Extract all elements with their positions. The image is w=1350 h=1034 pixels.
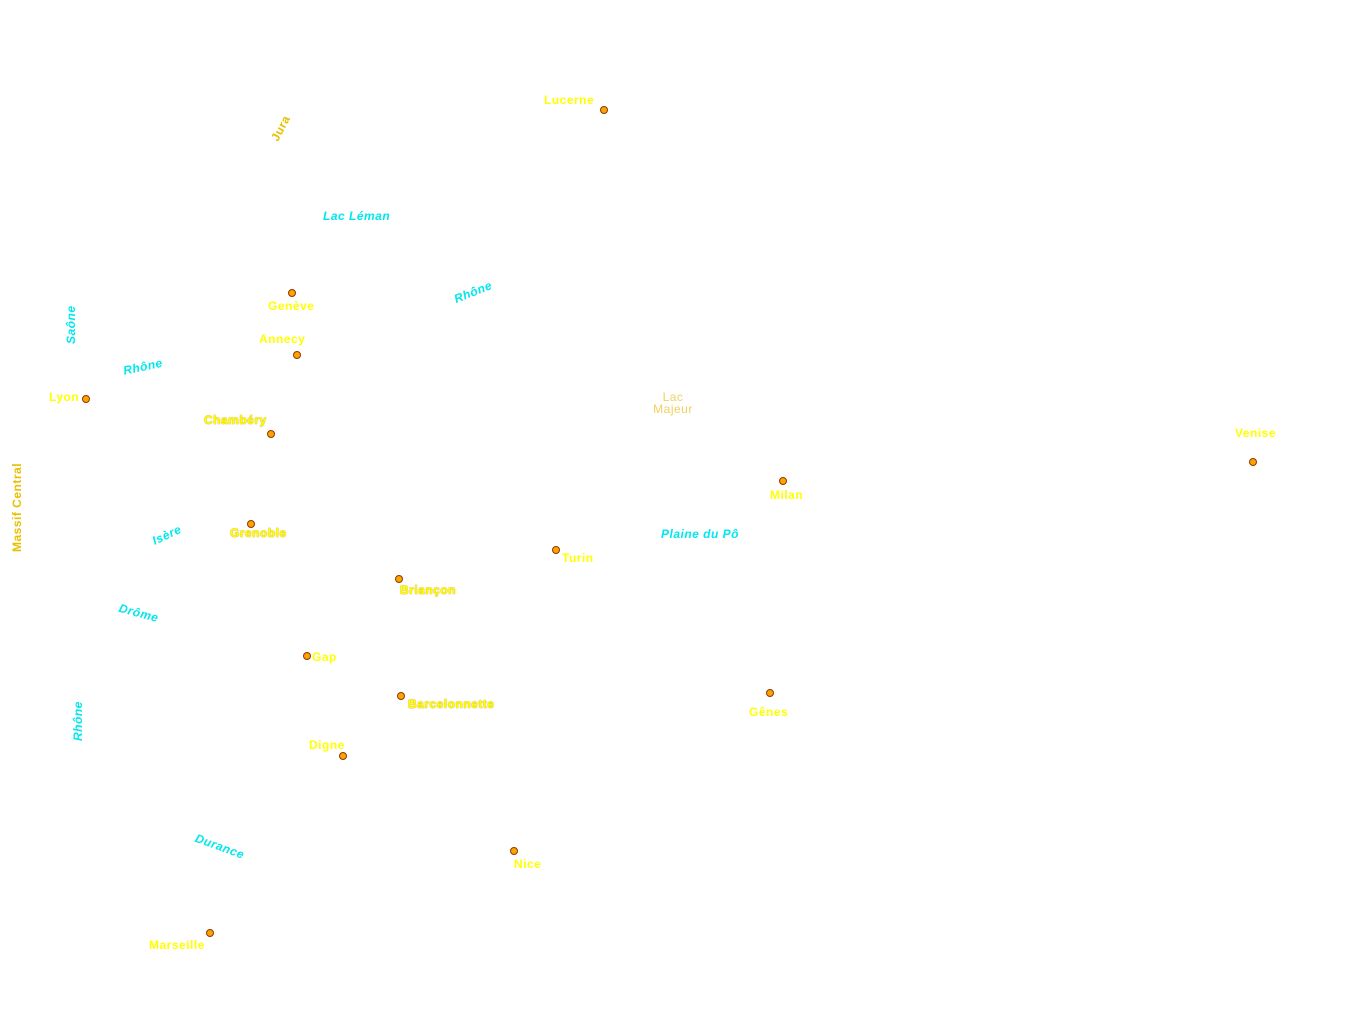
city-label-grenoble: Grenoble xyxy=(230,526,287,540)
city-marker-grenoble[interactable] xyxy=(247,520,255,528)
city-marker-milan[interactable] xyxy=(779,477,787,485)
water-label-isere: Isère xyxy=(150,522,184,548)
city-label-gap: Gap xyxy=(312,650,337,664)
relief-label-jura: Jura xyxy=(268,112,294,144)
city-label-barcelonnette: Barcelonnette xyxy=(408,697,495,711)
city-marker-gap[interactable] xyxy=(303,652,311,660)
water-label-durance: Durance xyxy=(193,831,247,862)
city-label-genes: Gênes xyxy=(749,705,789,719)
city-marker-nice[interactable] xyxy=(510,847,518,855)
city-marker-annecy[interactable] xyxy=(293,351,301,359)
city-label-lyon: Lyon xyxy=(49,390,80,404)
city-marker-barcelonnette[interactable] xyxy=(397,692,405,700)
city-label-venise: Venise xyxy=(1235,426,1277,440)
water-label-rhone-south: Rhône xyxy=(71,701,85,741)
city-marker-chambery[interactable] xyxy=(267,430,275,438)
city-marker-geneve[interactable] xyxy=(288,289,296,297)
lake-label-line2: Majeur xyxy=(653,402,693,416)
city-label-briancon: Briançon xyxy=(400,583,457,597)
water-label-drome: Drôme xyxy=(117,601,161,626)
city-label-geneve: Genève xyxy=(268,299,315,313)
water-label-rhone-lyon: Rhône xyxy=(122,355,164,378)
relief-label-massif-central: Massif Central xyxy=(10,462,24,552)
city-marker-digne[interactable] xyxy=(339,752,347,760)
water-label-saone: Saône xyxy=(64,305,78,344)
city-label-annecy: Annecy xyxy=(259,332,306,346)
city-label-turin: Turin xyxy=(562,551,594,565)
city-marker-turin[interactable] xyxy=(552,546,560,554)
city-marker-lyon[interactable] xyxy=(82,395,90,403)
city-label-chambery: Chambéry xyxy=(204,413,267,427)
water-label-rhone-north: Rhône xyxy=(452,278,495,306)
city-marker-genes[interactable] xyxy=(766,689,774,697)
city-marker-marseille[interactable] xyxy=(206,929,214,937)
city-marker-briancon[interactable] xyxy=(395,575,403,583)
city-label-milan: Milan xyxy=(770,488,804,502)
water-label-plaine-du-po: Plaine du Pô xyxy=(661,527,740,541)
city-label-digne: Digne xyxy=(309,738,345,752)
city-marker-lucerne[interactable] xyxy=(600,106,608,114)
lake-label-line1: Lac xyxy=(662,390,684,404)
city-label-lucerne: Lucerne xyxy=(544,93,595,107)
city-label-nice: Nice xyxy=(514,857,542,871)
city-label-marseille: Marseille xyxy=(149,938,205,952)
city-marker-venise[interactable] xyxy=(1249,458,1257,466)
lake-label-lac-majeur: Lac Majeur xyxy=(650,391,696,415)
water-label-lac-leman: Lac Léman xyxy=(323,209,391,223)
